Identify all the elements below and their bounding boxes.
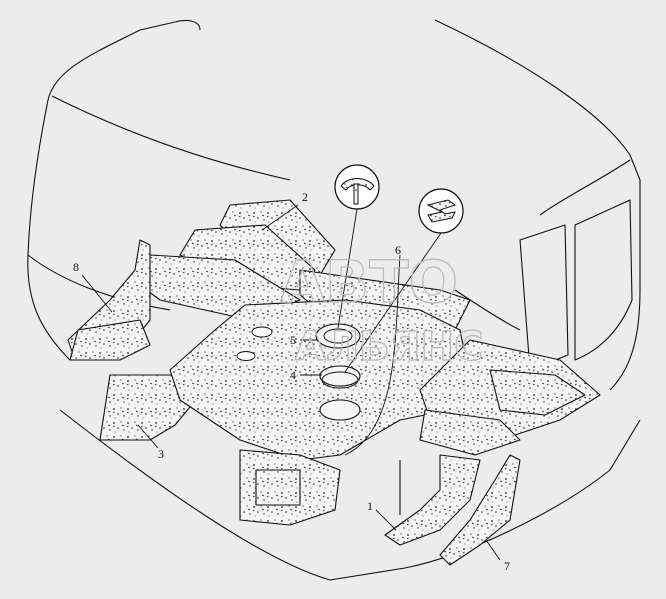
z-profile-section-icon <box>418 188 464 234</box>
callout-8: 8 <box>73 260 79 274</box>
right-step-cover <box>384 454 481 546</box>
floor-mat-panels <box>67 199 601 566</box>
floor-hatch-rings <box>236 323 361 421</box>
watermark-line1: АВТО <box>280 248 458 316</box>
callout-3: 3 <box>158 447 164 461</box>
callout-4: 4 <box>290 368 296 382</box>
callout-1: 1 <box>367 499 373 513</box>
callout-5: 5 <box>290 333 296 347</box>
callout-labels: 1 2 3 4 5 6 7 8 <box>73 190 510 573</box>
callout-2: 2 <box>302 190 308 204</box>
t-profile-section-icon <box>334 164 380 210</box>
cab-outline <box>27 19 641 581</box>
watermark: АВТО АЛЬЯНС <box>279 247 484 370</box>
watermark-line2: АЛЬЯНС <box>295 324 483 370</box>
right-side-trim <box>439 454 521 566</box>
callout-6: 6 <box>395 243 401 257</box>
callout-7: 7 <box>504 559 510 573</box>
leader-lines <box>81 204 501 561</box>
